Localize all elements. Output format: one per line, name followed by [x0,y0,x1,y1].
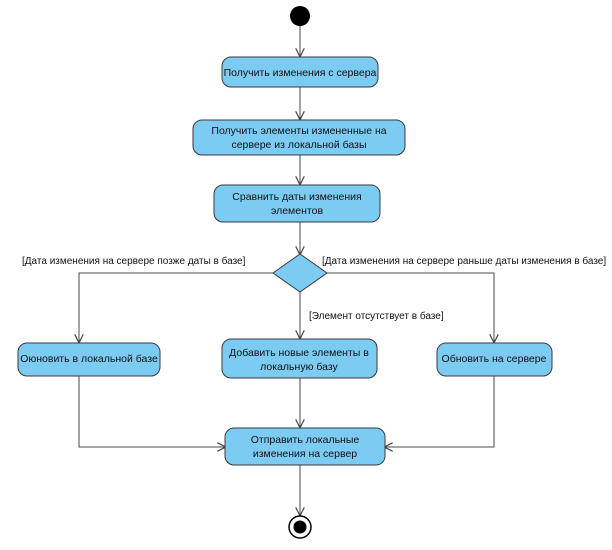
activity-update-server-label: Обновить на сервере [442,353,547,365]
decision-node [272,253,328,293]
activity-get-changes: Получить изменения с сервера [221,56,379,88]
initial-node [290,6,310,26]
edge-decision-to-update-server [327,272,494,342]
activity-get-elements: Получить элементы измененные на сервере … [192,119,406,156]
activity-add-new: Добавить новые элементы в локальную базу [221,338,378,379]
activity-compare: Сравнить даты изменения элементов [213,184,381,223]
activity-send-label-2: изменения на сервер [253,448,357,460]
guard-server-earlier: [Дата изменения на сервере раньше даты и… [322,255,606,267]
edge-update-server-to-send [385,376,495,447]
activity-get-elements-label-2: сервере из локальной базы [231,139,366,151]
activity-add-new-label-1: Добавить новые элементы в [229,347,369,359]
edge-decision-to-update-local [79,272,273,342]
activity-send: Отправить локальные изменения на сервер [224,427,386,466]
activity-compare-label-1: Сравнить даты изменения [232,191,361,203]
activity-get-elements-label-1: Получить элементы измененные на [211,125,386,137]
activity-update-local-label: Оюновить в локальной базе [20,353,158,365]
activity-update-local: Оюновить в локальной базе [17,342,161,377]
edges [79,26,494,515]
edge-update-local-to-send [78,376,225,447]
activity-compare-label-2: элементов [271,205,323,217]
guard-server-later: [Дата изменения на сервере позже даты в … [22,255,246,267]
activity-add-new-label-2: локальную базу [260,361,338,373]
activity-get-changes-label: Получить изменения с сервера [224,67,377,79]
guard-element-missing: [Элемент отсутствует в базе] [309,310,444,322]
activity-update-server: Обновить на сервере [436,342,553,377]
activity-send-label-1: Отправить локальные [251,434,360,446]
final-node [288,515,312,539]
